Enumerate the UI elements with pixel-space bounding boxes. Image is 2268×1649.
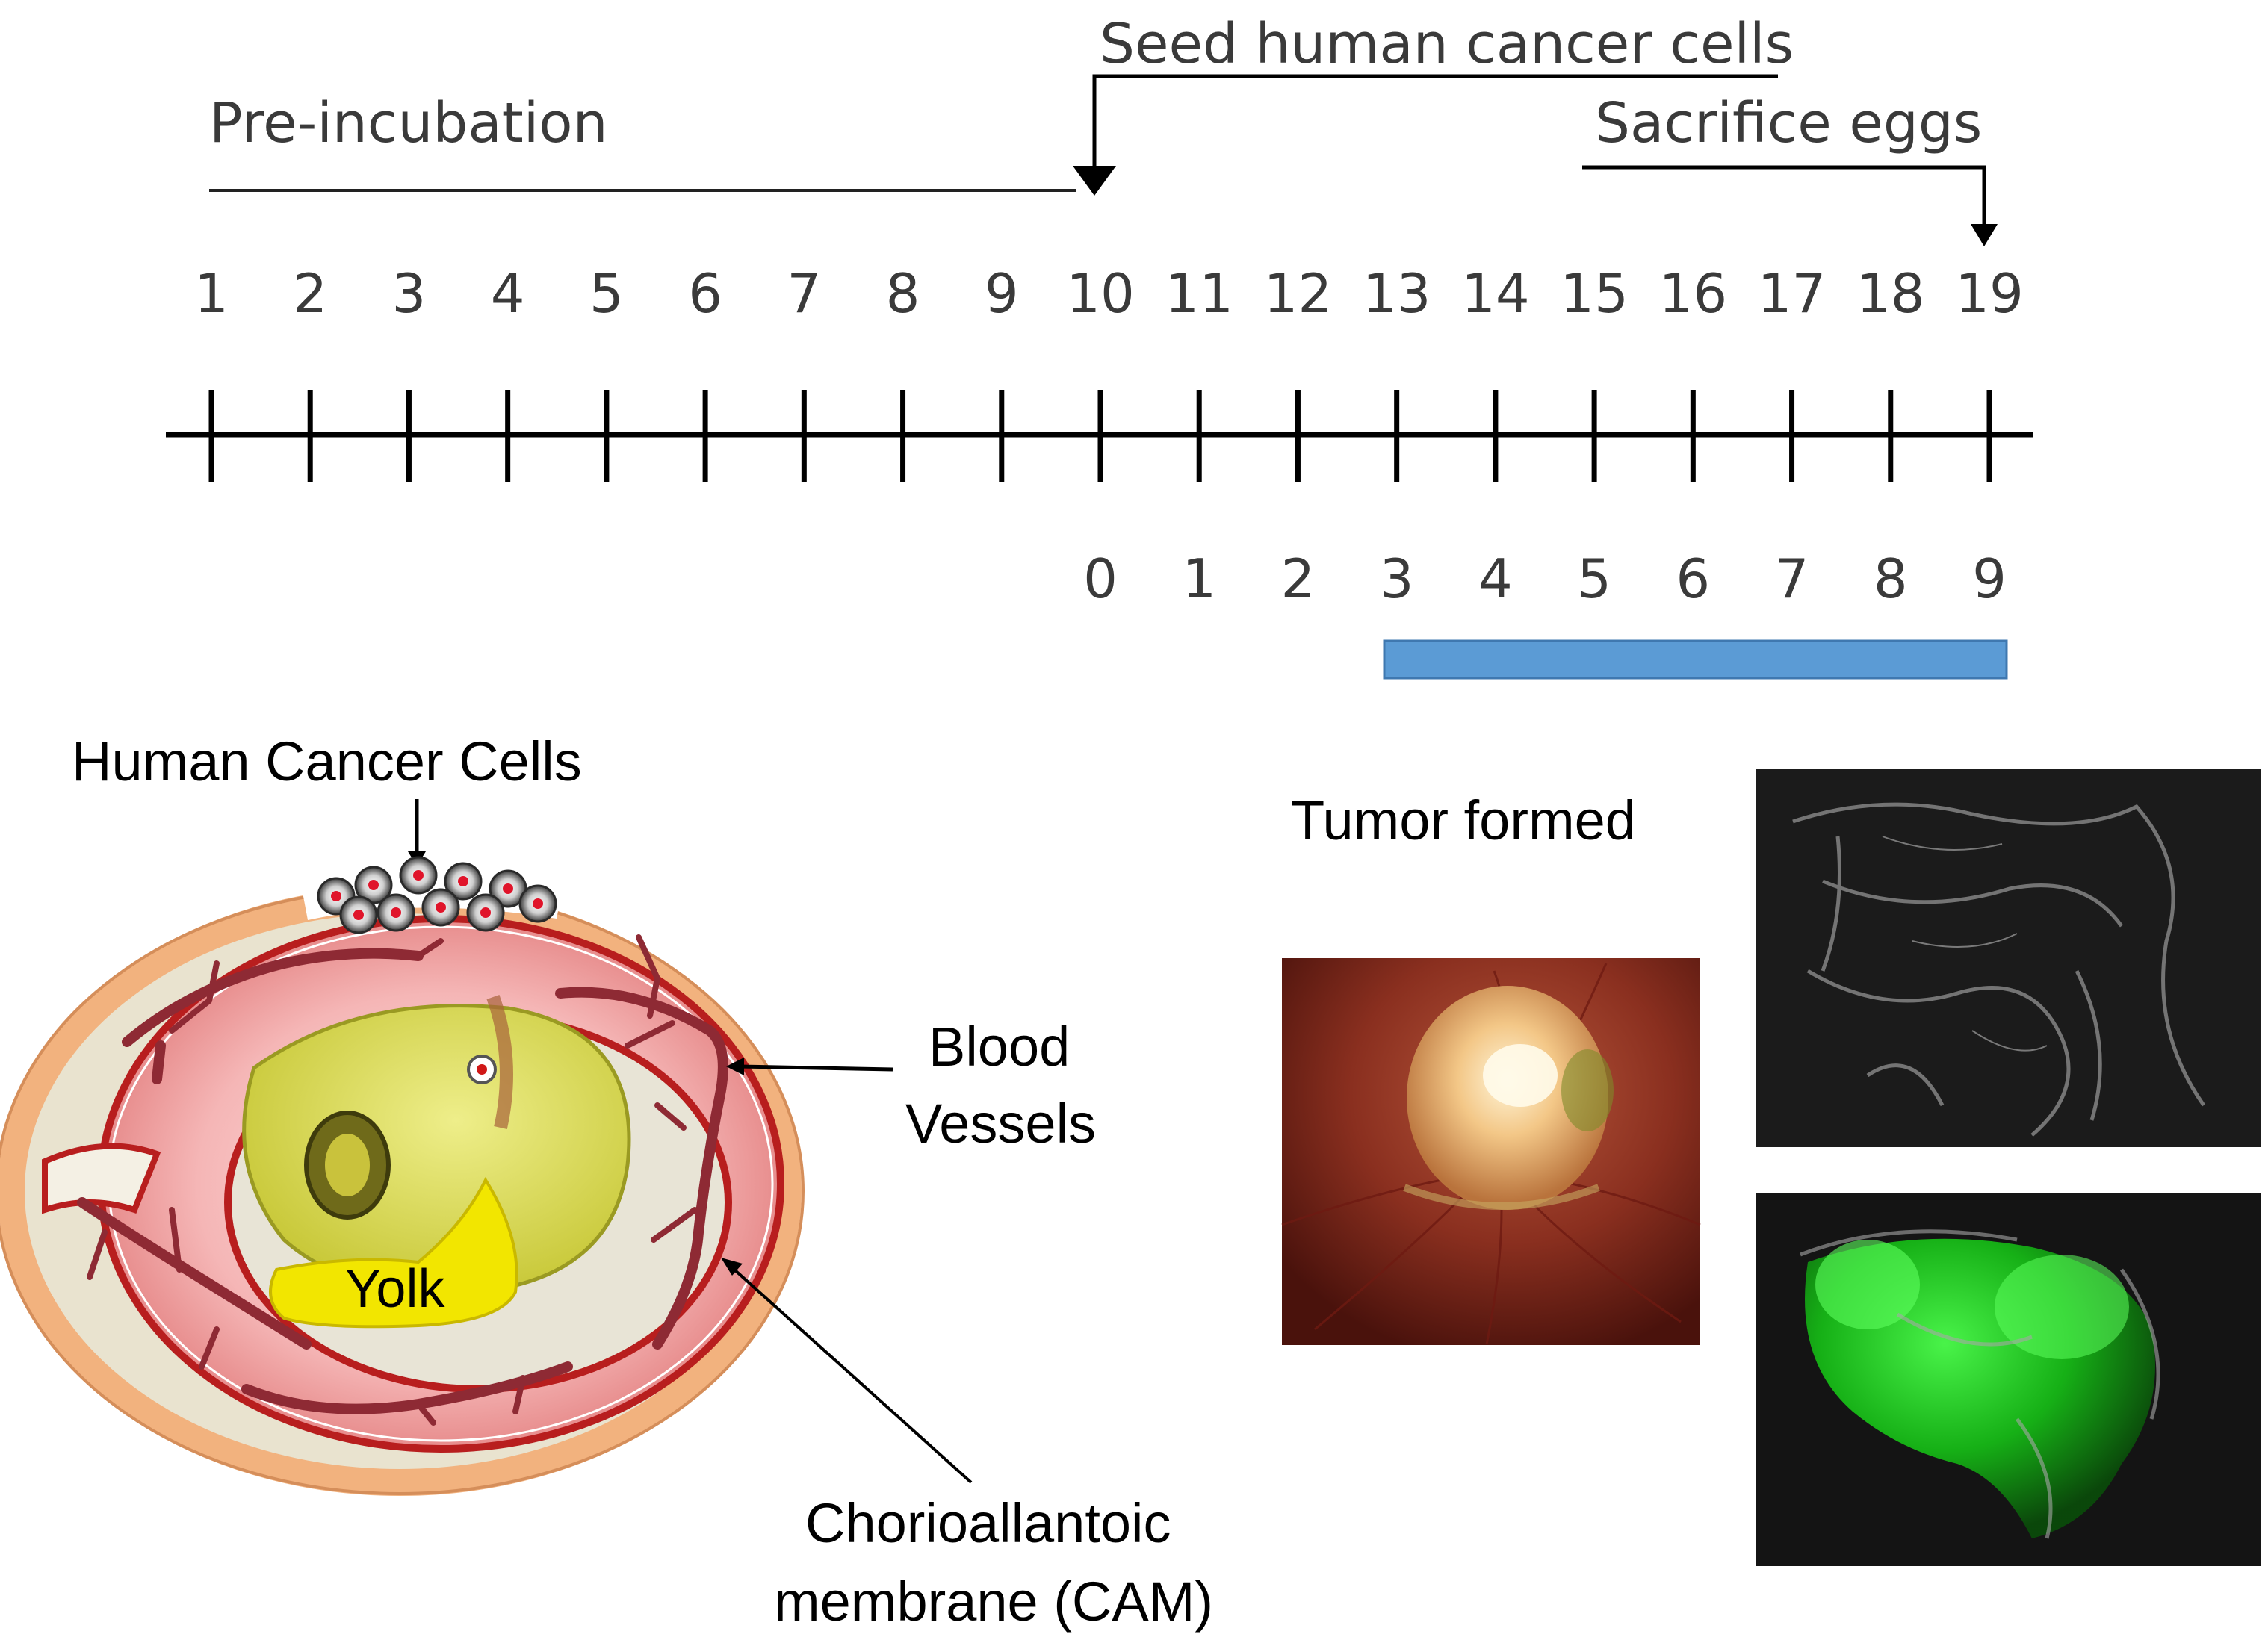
tumor-results: Tumor formed <box>1281 769 2261 1566</box>
cancer-cell-nucleus-2 <box>368 880 379 890</box>
post-day-label-3: 3 <box>1380 547 1414 610</box>
seed-label: Seed human cancer cells <box>1100 12 1794 76</box>
day-label-4: 4 <box>491 262 525 325</box>
day-label-13: 13 <box>1363 262 1431 325</box>
cancer-cell-cluster <box>317 856 557 934</box>
post-day-label-5: 5 <box>1577 547 1611 610</box>
day-label-17: 17 <box>1758 262 1827 325</box>
cancer-cell-nucleus-4 <box>458 876 468 886</box>
day-label-12: 12 <box>1264 262 1333 325</box>
day-label-15: 15 <box>1560 262 1629 325</box>
post-day-label-4: 4 <box>1478 547 1513 610</box>
axis-ticks <box>208 390 1992 482</box>
cancer-cell-nucleus-8 <box>391 907 401 918</box>
post-seed-day-labels: 0 1 2 3 4 5 6 7 8 9 <box>1083 547 2007 610</box>
observation-period-bar <box>1383 639 2008 680</box>
post-day-label-2: 2 <box>1281 547 1316 610</box>
cancer-cell-nucleus-10 <box>480 907 491 918</box>
yolk-label: Yolk <box>345 1259 445 1319</box>
day-label-1: 1 <box>194 262 229 325</box>
tumor-label: Tumor formed <box>1291 789 1636 851</box>
cancer-cell-nucleus-5 <box>503 883 513 894</box>
post-day-label-0: 0 <box>1083 547 1118 610</box>
day-label-6: 6 <box>688 262 722 325</box>
blood-vessels-arrowhead <box>726 1058 744 1075</box>
day-label-10: 10 <box>1066 262 1135 325</box>
day-label-18: 18 <box>1856 262 1925 325</box>
tumor-fluorescence-micrograph <box>1756 1193 2261 1566</box>
cam-label-line2: membrane (CAM) <box>774 1571 1213 1633</box>
cam-arrowhead <box>721 1258 743 1276</box>
day-label-16: 16 <box>1659 262 1728 325</box>
blood-vessels-arrow <box>737 1064 893 1072</box>
cancer-cell-nucleus-6 <box>533 898 543 909</box>
day-label-5: 5 <box>589 262 624 325</box>
post-day-label-1: 1 <box>1182 547 1216 610</box>
day-label-11: 11 <box>1165 262 1233 325</box>
seed-arrow-line <box>1092 74 1778 167</box>
tumor-photo <box>1281 958 1701 1345</box>
yolk <box>269 1176 518 1329</box>
cam-label-line1: Chorioallantoic <box>805 1492 1171 1554</box>
day-label-8: 8 <box>886 262 920 325</box>
day-label-3: 3 <box>392 262 427 325</box>
cancer-cells-label: Human Cancer Cells <box>72 730 582 792</box>
embryo <box>242 995 631 1295</box>
post-day-label-6: 6 <box>1676 547 1710 610</box>
seed-arrowhead <box>1073 166 1116 196</box>
post-day-label-9: 9 <box>1972 547 2007 610</box>
egg-diagram: Human Cancer Cells <box>0 730 1213 1633</box>
sacrifice-arrow-line <box>1582 165 1986 226</box>
cancer-cell-nucleus-7 <box>353 910 364 920</box>
tumor-brightfield-micrograph <box>1756 769 2261 1147</box>
post-day-label-7: 7 <box>1775 547 1809 610</box>
day-label-19: 19 <box>1955 262 2024 325</box>
blood-vessels-label-line1: Blood <box>929 1016 1070 1078</box>
cam-arrow <box>733 1268 973 1484</box>
sacrifice-label: Sacrifice eggs <box>1595 91 1982 155</box>
post-day-label-8: 8 <box>1874 547 1908 610</box>
sacrifice-arrowhead <box>1971 224 1998 246</box>
preincubation-label: Pre-incubation <box>209 91 607 155</box>
day-label-2: 2 <box>293 262 327 325</box>
blood-vessels <box>77 934 728 1426</box>
cancer-cell-nucleus-1 <box>331 891 341 901</box>
cancer-cell-nucleus-3 <box>413 870 424 881</box>
day-label-9: 9 <box>985 262 1019 325</box>
day-label-14: 14 <box>1461 262 1530 325</box>
cancer-cell-nucleus-9 <box>436 902 446 913</box>
timeline: Pre-incubation Seed human cancer cells S… <box>166 12 2033 680</box>
day-label-7: 7 <box>787 262 821 325</box>
blood-vessels-label-line2: Vessels <box>905 1093 1096 1155</box>
